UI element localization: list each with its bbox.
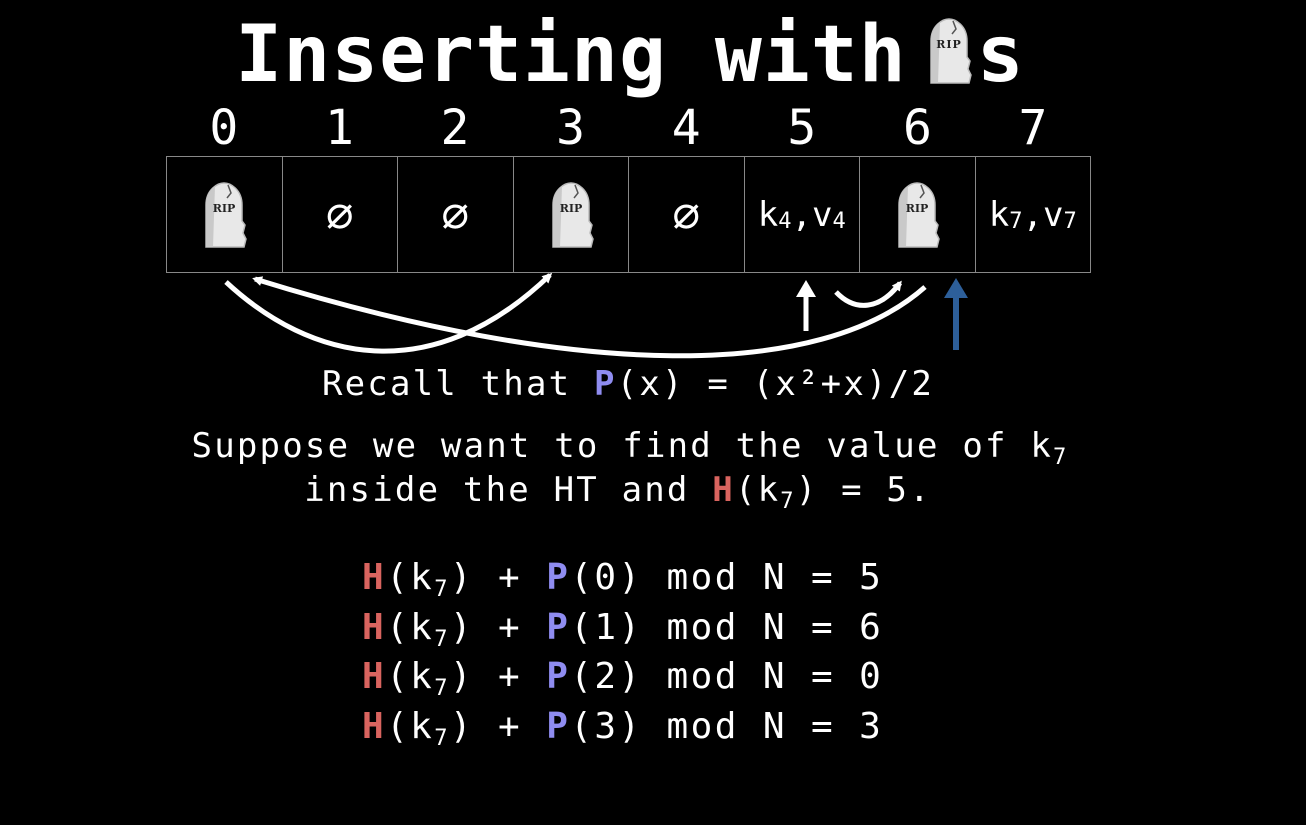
insert-position-arrow xyxy=(944,278,968,350)
key-subscript: 4 xyxy=(778,209,792,234)
pair-separator: , xyxy=(791,194,812,235)
hash-function-label: H xyxy=(362,606,387,648)
probe-equation: H(k7) + P(3) mod N = 3 xyxy=(362,705,883,755)
value-label: v xyxy=(811,194,833,235)
equation-rest: (3) mod N = 3 xyxy=(570,705,884,747)
recall-formula: (x) = (x²+x)/2 xyxy=(616,364,935,404)
hash-function-label: H xyxy=(362,705,387,747)
index-label: 1 xyxy=(324,100,354,156)
hash-function-label: H xyxy=(712,470,735,510)
title-text: Inserting with xyxy=(235,10,907,100)
suppose-line-2: inside the HT and H(k7) = 5. xyxy=(0,470,1248,514)
value-subscript: 7 xyxy=(1063,209,1077,234)
equation-rest: (2) mod N = 0 xyxy=(570,656,884,698)
table-cell-tombstone xyxy=(860,157,976,272)
recall-text: Recall that xyxy=(321,364,594,404)
probe-arrow-6-to-0 xyxy=(252,276,927,359)
key-subscript: 7 xyxy=(1053,445,1069,470)
equation-rest: (0) mod N = 5 xyxy=(570,557,884,598)
probe-function-label: P xyxy=(546,705,571,747)
value-label: v xyxy=(1042,194,1064,235)
slide-title: Inserting with s xyxy=(0,10,1260,100)
probe-function-label: P xyxy=(546,606,571,648)
key-subscript: 7 xyxy=(434,626,450,652)
equation-key: (k xyxy=(386,557,435,598)
index-row: 0 1 2 3 4 5 6 7 xyxy=(166,100,1091,156)
probe-equation: H(k7) + P(2) mod N = 0 xyxy=(362,655,883,705)
key-label: k xyxy=(988,194,1010,235)
value-subscript: 4 xyxy=(832,209,846,234)
key-subscript: 7 xyxy=(434,676,450,702)
probe-function-label: P xyxy=(593,364,617,404)
key-label: k xyxy=(757,194,779,235)
equation-rest: (1) mod N = 6 xyxy=(570,606,884,648)
recall-line: Recall that P(x) = (x²+x)/2 xyxy=(0,364,1258,404)
key-subscript: 7 xyxy=(780,489,796,514)
hash-function-label: H xyxy=(362,656,387,698)
table-cell-tombstone xyxy=(167,157,283,272)
table-cell-tombstone xyxy=(514,157,629,272)
index-label: 2 xyxy=(440,100,470,156)
equation-plus: ) + xyxy=(449,705,547,747)
empty-set-symbol: ∅ xyxy=(672,187,701,242)
equation-key: (k xyxy=(386,705,435,747)
probe-equation: H(k7) + P(0) mod N = 5 xyxy=(362,556,883,606)
equation-key: (k xyxy=(386,656,435,698)
pair-separator: , xyxy=(1022,194,1043,235)
key-subscript: 7 xyxy=(1009,209,1023,234)
index-label: 4 xyxy=(671,100,701,156)
table-cell-empty: ∅ xyxy=(629,157,745,272)
key-subscript: 7 xyxy=(434,577,450,602)
probe-function-label: P xyxy=(546,557,571,598)
key-subscript: 7 xyxy=(434,725,450,751)
hash-result: ) = 5. xyxy=(795,470,932,510)
suppose-text: Suppose we want to find the value of k xyxy=(191,426,1053,466)
index-label: 3 xyxy=(556,100,586,156)
index-label: 6 xyxy=(902,100,932,156)
empty-set-symbol: ∅ xyxy=(325,187,354,242)
probe-function-label: P xyxy=(546,656,571,698)
index-label: 0 xyxy=(209,100,239,156)
equation-plus: ) + xyxy=(449,656,547,698)
index-label: 7 xyxy=(1018,100,1048,156)
probe-equation: H(k7) + P(1) mod N = 6 xyxy=(362,606,883,656)
hash-arg: (k xyxy=(734,470,781,510)
hash-function-label: H xyxy=(362,557,387,598)
table-cell-empty: ∅ xyxy=(398,157,514,272)
empty-set-symbol: ∅ xyxy=(441,187,470,242)
suppose-line-1: Suppose we want to find the value of k7 xyxy=(0,426,1260,470)
equation-key: (k xyxy=(386,606,435,648)
equation-plus: ) + xyxy=(449,606,547,648)
title-suffix: s xyxy=(976,10,1025,100)
probe-arrow-5-to-6 xyxy=(834,280,903,308)
start-position-arrow xyxy=(796,280,816,331)
table-cell-empty: ∅ xyxy=(283,157,398,272)
suppose-text: inside the HT and xyxy=(304,470,713,510)
probe-equations: H(k7) + P(0) mod N = 5 H(k7) + P(1) mod … xyxy=(362,556,883,754)
probe-arrow-0-to-3 xyxy=(224,272,553,354)
index-label: 5 xyxy=(787,100,817,156)
equation-plus: ) + xyxy=(449,557,547,598)
